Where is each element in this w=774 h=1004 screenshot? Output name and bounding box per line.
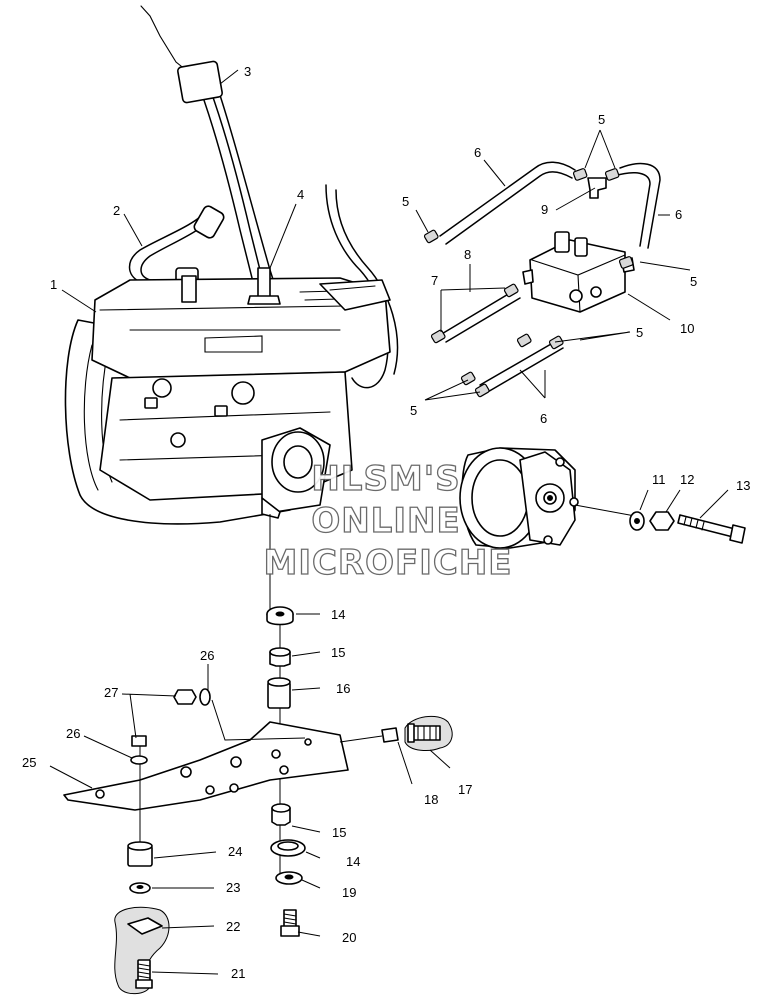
fuel-hoses bbox=[439, 161, 661, 394]
callout-7: 7 bbox=[431, 273, 438, 288]
watermark: HLSM'S ONLINE MICROFICHE bbox=[263, 458, 512, 583]
watermark-line-2: ONLINE bbox=[311, 501, 460, 541]
callout-5: 5 bbox=[690, 274, 697, 289]
callout-27: 27 bbox=[104, 685, 118, 700]
callout-6: 6 bbox=[540, 411, 547, 426]
callout-6: 6 bbox=[675, 207, 682, 222]
leader-lines bbox=[49, 69, 729, 975]
callout-26: 26 bbox=[66, 726, 80, 741]
drive-clutch bbox=[459, 447, 636, 549]
mount-stack-center bbox=[266, 606, 306, 937]
clutch-bolt-hardware bbox=[629, 511, 746, 544]
oil-pump-assembly bbox=[522, 231, 635, 313]
nut-washer-upper bbox=[173, 688, 306, 741]
callout-8: 8 bbox=[464, 247, 471, 262]
callout-26: 26 bbox=[200, 648, 214, 663]
callout-24: 24 bbox=[228, 844, 242, 859]
callout-20: 20 bbox=[342, 930, 356, 945]
callout-5: 5 bbox=[636, 325, 643, 340]
callout-labels: 3 2 4 1 5 6 5 9 6 8 7 5 10 5 5 6 11 12 1… bbox=[22, 64, 750, 981]
callout-12: 12 bbox=[680, 472, 694, 487]
callout-15: 15 bbox=[331, 645, 345, 660]
callout-21: 21 bbox=[231, 966, 245, 981]
mount-stack-left bbox=[114, 841, 170, 995]
callout-3: 3 bbox=[244, 64, 251, 79]
callout-1: 1 bbox=[50, 277, 57, 292]
callout-14: 14 bbox=[331, 607, 345, 622]
callout-15: 15 bbox=[332, 825, 346, 840]
watermark-line-3: MICROFICHE bbox=[263, 543, 512, 583]
callout-19: 19 bbox=[342, 885, 356, 900]
callout-5: 5 bbox=[598, 112, 605, 127]
engine-assembly bbox=[64, 267, 391, 610]
callout-5: 5 bbox=[410, 403, 417, 418]
side-bolt-spacer bbox=[339, 715, 453, 751]
callout-14: 14 bbox=[346, 854, 360, 869]
callout-18: 18 bbox=[424, 792, 438, 807]
throttle-cable bbox=[140, 5, 279, 296]
callout-23: 23 bbox=[226, 880, 240, 895]
callout-6: 6 bbox=[474, 145, 481, 160]
callout-16: 16 bbox=[336, 681, 350, 696]
callout-5: 5 bbox=[402, 194, 409, 209]
callout-11: 11 bbox=[652, 472, 666, 487]
callout-22: 22 bbox=[226, 919, 240, 934]
callout-17: 17 bbox=[458, 782, 472, 797]
callout-10: 10 bbox=[680, 321, 694, 336]
callout-25: 25 bbox=[22, 755, 36, 770]
mounting-plate bbox=[63, 721, 349, 860]
callout-4: 4 bbox=[297, 187, 304, 202]
watermark-line-1: HLSM'S bbox=[311, 459, 460, 499]
hose-clamps bbox=[423, 168, 634, 398]
callout-2: 2 bbox=[113, 203, 120, 218]
callout-13: 13 bbox=[736, 478, 750, 493]
callout-9: 9 bbox=[541, 202, 548, 217]
